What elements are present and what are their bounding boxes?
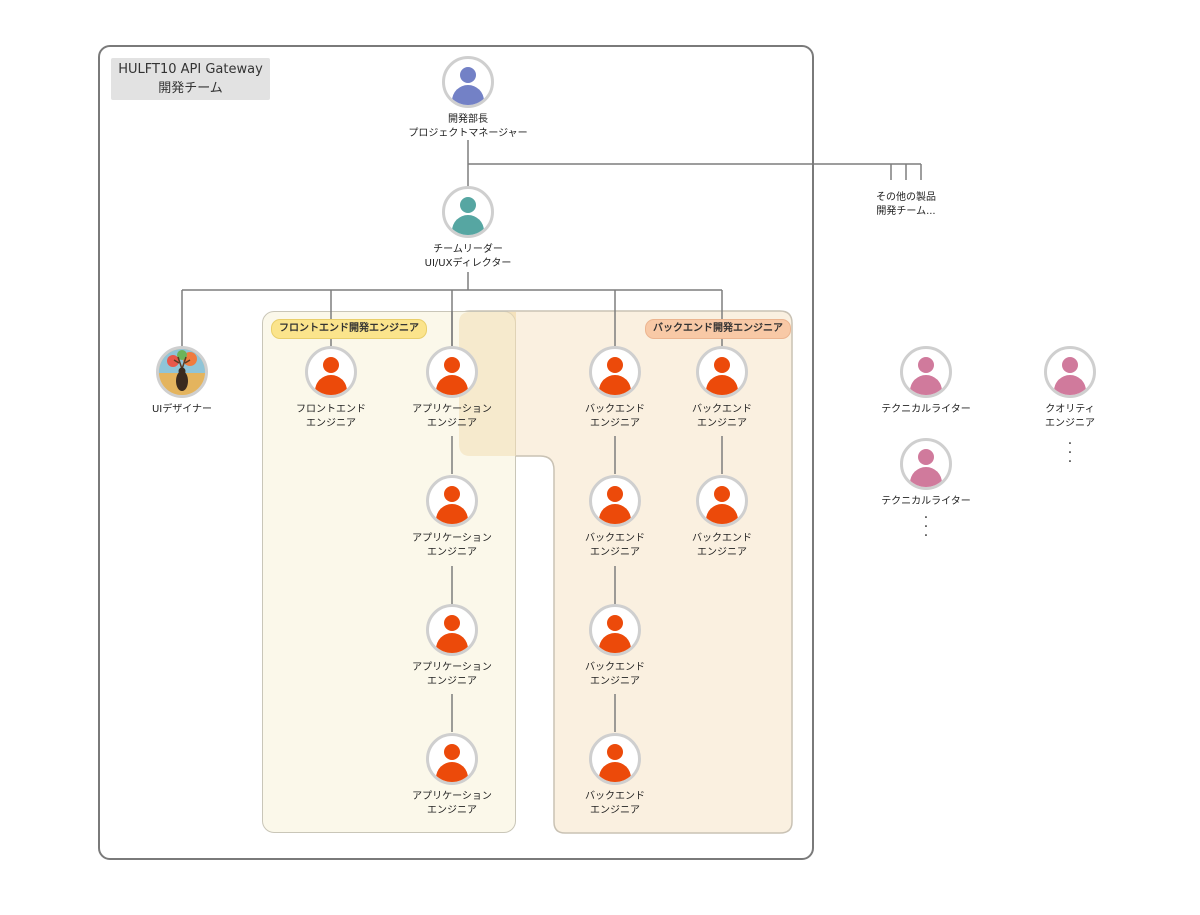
person-icon: [589, 475, 641, 527]
leader-role: UI/UXディレクター: [424, 258, 512, 269]
leader-node[interactable]: チームリーダー UI/UXディレクター: [398, 186, 538, 271]
app-engineer-node[interactable]: アプリケーション エンジニア: [382, 475, 522, 560]
manager-title: 開発部長: [448, 114, 488, 125]
other-teams-label: その他の製品 開発チーム...: [876, 192, 936, 217]
person-icon: [589, 604, 641, 656]
person-icon: [426, 604, 478, 656]
person-icon: [900, 438, 952, 490]
person-icon: [426, 475, 478, 527]
person-icon: [442, 56, 494, 108]
person-icon: [1044, 346, 1096, 398]
team-boundary: [98, 45, 814, 860]
person-icon: [696, 475, 748, 527]
backend-engineer-node[interactable]: バックエンド エンジニア: [545, 604, 685, 689]
backend-engineer-node[interactable]: バックエンド エンジニア: [545, 346, 685, 431]
frontend-engineer-node[interactable]: フロントエンド エンジニア: [261, 346, 401, 431]
person-icon: [589, 346, 641, 398]
deer-illustration-icon: [156, 346, 208, 398]
team-title-line2: 開発チーム: [158, 81, 223, 96]
team-title-line1: HULFT10 API Gateway: [118, 62, 263, 77]
backend-group-tag: バックエンド開発エンジニア: [645, 319, 791, 339]
frontend-group-tag: フロントエンド開発エンジニア: [271, 319, 427, 339]
team-title: HULFT10 API Gateway 開発チーム: [111, 58, 270, 100]
leader-title: チームリーダー: [433, 244, 503, 255]
ui-designer-node[interactable]: UIデザイナー: [112, 346, 252, 417]
backend-engineer-node[interactable]: バックエンド エンジニア: [545, 475, 685, 560]
quality-engineer-node[interactable]: クオリティ エンジニア: [1000, 346, 1140, 431]
person-icon: [426, 346, 478, 398]
more-indicator: ···: [923, 510, 929, 544]
backend-engineer-node[interactable]: バックエンド エンジニア: [652, 346, 792, 431]
backend-engineer-node[interactable]: バックエンド エンジニア: [545, 733, 685, 818]
person-icon: [426, 733, 478, 785]
person-icon: [696, 346, 748, 398]
tech-writer-node[interactable]: テクニカルライター: [856, 438, 996, 509]
app-engineer-node[interactable]: アプリケーション エンジニア: [382, 733, 522, 818]
app-engineer-node[interactable]: アプリケーション エンジニア: [382, 604, 522, 689]
app-engineer-node[interactable]: アプリケーション エンジニア: [382, 346, 522, 431]
manager-node[interactable]: 開発部長 プロジェクトマネージャー: [398, 56, 538, 141]
ui-designer-title: UIデザイナー: [151, 404, 213, 415]
person-icon: [589, 733, 641, 785]
more-indicator: ···: [1067, 436, 1073, 470]
manager-role: プロジェクトマネージャー: [408, 128, 528, 139]
tech-writer-node[interactable]: テクニカルライター: [856, 346, 996, 417]
person-icon: [305, 346, 357, 398]
person-icon: [442, 186, 494, 238]
backend-engineer-node[interactable]: バックエンド エンジニア: [652, 475, 792, 560]
person-icon: [900, 346, 952, 398]
